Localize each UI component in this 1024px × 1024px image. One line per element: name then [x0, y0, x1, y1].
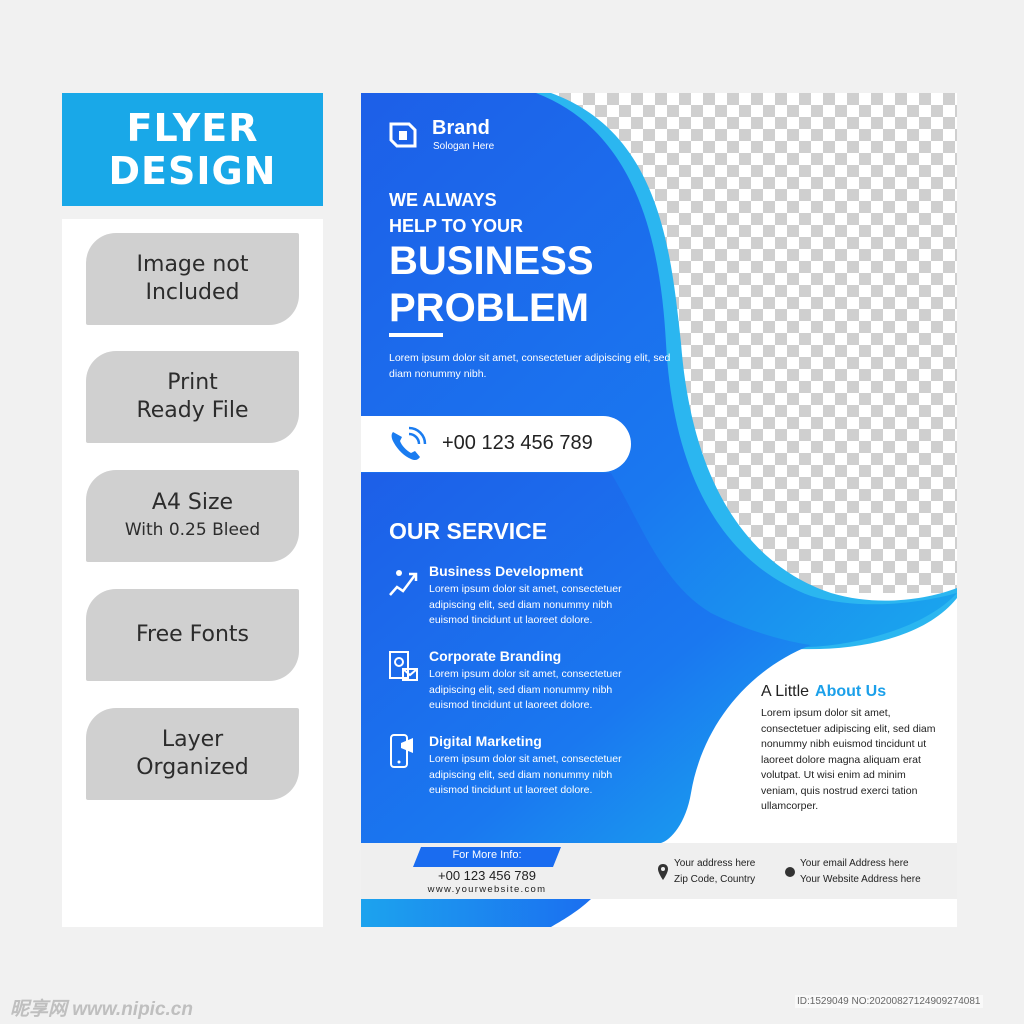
headline-underline [389, 333, 443, 337]
feature-line-2: Ready File [136, 398, 249, 423]
service-name: Corporate Branding [429, 648, 562, 664]
service-desc: Lorem ipsum dolor sit amet, consectetuer… [429, 668, 622, 711]
feature-line-1: Image not [136, 252, 249, 277]
footer-website: www.yourwebsite.com [427, 884, 547, 895]
about-prefix: A Little [761, 683, 810, 700]
about-text: Lorem ipsum dolor sit amet, consectetuer… [761, 707, 936, 812]
brand-name: Brand [432, 117, 490, 139]
headline-small-line-2: HELP TO YOUR [389, 216, 524, 236]
brand-slogan: Sologan Here [433, 141, 495, 152]
contact-line-1: Your email Address here [800, 858, 909, 869]
service-desc: Lorem ipsum dolor sit amet, consectetuer… [429, 753, 622, 796]
contact-line-2: Your Website Address here [800, 874, 921, 885]
service-title: OUR SERVICE [389, 518, 548, 544]
flyer-design-title: FLYER DESIGN [62, 93, 323, 206]
phone-number: +00 123 456 789 [442, 432, 593, 454]
phone-icon [391, 426, 427, 461]
growth-icon [389, 570, 418, 596]
contact-block: Your email Address here Your Website Add… [800, 856, 921, 888]
feature-line-1: Layer [161, 727, 224, 752]
headline-small: WE ALWAYS HELP TO YOUR [389, 187, 523, 239]
about-highlight: About Us [815, 683, 887, 700]
title-line-2: DESIGN [108, 148, 277, 193]
about-title: A Little About Us [761, 683, 886, 701]
address-line-1: Your address here [674, 858, 756, 869]
flyer: Brand Sologan Here WE ALWAYS HELP TO YOU… [361, 93, 957, 927]
headline-big-line-1: BUSINESS [389, 239, 594, 283]
feature-free-fonts: Free Fonts [86, 589, 299, 681]
feature-print-ready: Print Ready File [86, 351, 299, 443]
feature-line-1: Print [167, 370, 218, 395]
feature-line-2: Organized [136, 755, 249, 780]
watermark-right: ID:1529049 NO:20200827124909274081 [795, 995, 983, 1008]
globe-icon [785, 867, 795, 877]
feature-a4-size: A4 Size With 0.25 Bleed [86, 470, 299, 562]
brand-logo-icon [389, 122, 417, 148]
feature-image-not-included: Image not Included [86, 233, 299, 325]
phone-pill: +00 123 456 789 [361, 416, 631, 472]
address-block: Your address here Zip Code, Country [674, 856, 755, 888]
info-label: For More Info: [452, 849, 522, 861]
service-name: Business Development [429, 563, 584, 579]
feature-layer-organized: Layer Organized [86, 708, 299, 800]
service-desc: Lorem ipsum dolor sit amet, consectetuer… [429, 583, 622, 626]
blue-wave-shapes [361, 93, 957, 927]
headline-big-line-2: PROBLEM [389, 286, 589, 330]
branding-icon [389, 651, 418, 681]
feature-list: Image not Included Print Ready File A4 S… [62, 219, 323, 927]
feature-line-2: Included [145, 280, 240, 305]
watermark-left: 昵享网 www.nipic.cn [10, 999, 193, 1020]
feature-line-2: With 0.25 Bleed [124, 520, 261, 540]
feature-line-1: A4 Size [151, 490, 234, 515]
marketing-icon [390, 734, 413, 768]
feature-line-1: Free Fonts [135, 622, 250, 647]
footer-phone: +00 123 456 789 [438, 868, 536, 883]
address-line-2: Zip Code, Country [674, 874, 756, 885]
headline-big: BUSINESS PROBLEM [389, 238, 594, 332]
location-pin-icon [658, 864, 668, 880]
intro-text: Lorem ipsum dolor sit amet, consectetuer… [389, 352, 671, 380]
title-line-1: FLYER [126, 105, 259, 150]
info-tag [413, 847, 561, 867]
headline-small-line-1: WE ALWAYS [389, 190, 497, 210]
service-name: Digital Marketing [429, 733, 542, 749]
